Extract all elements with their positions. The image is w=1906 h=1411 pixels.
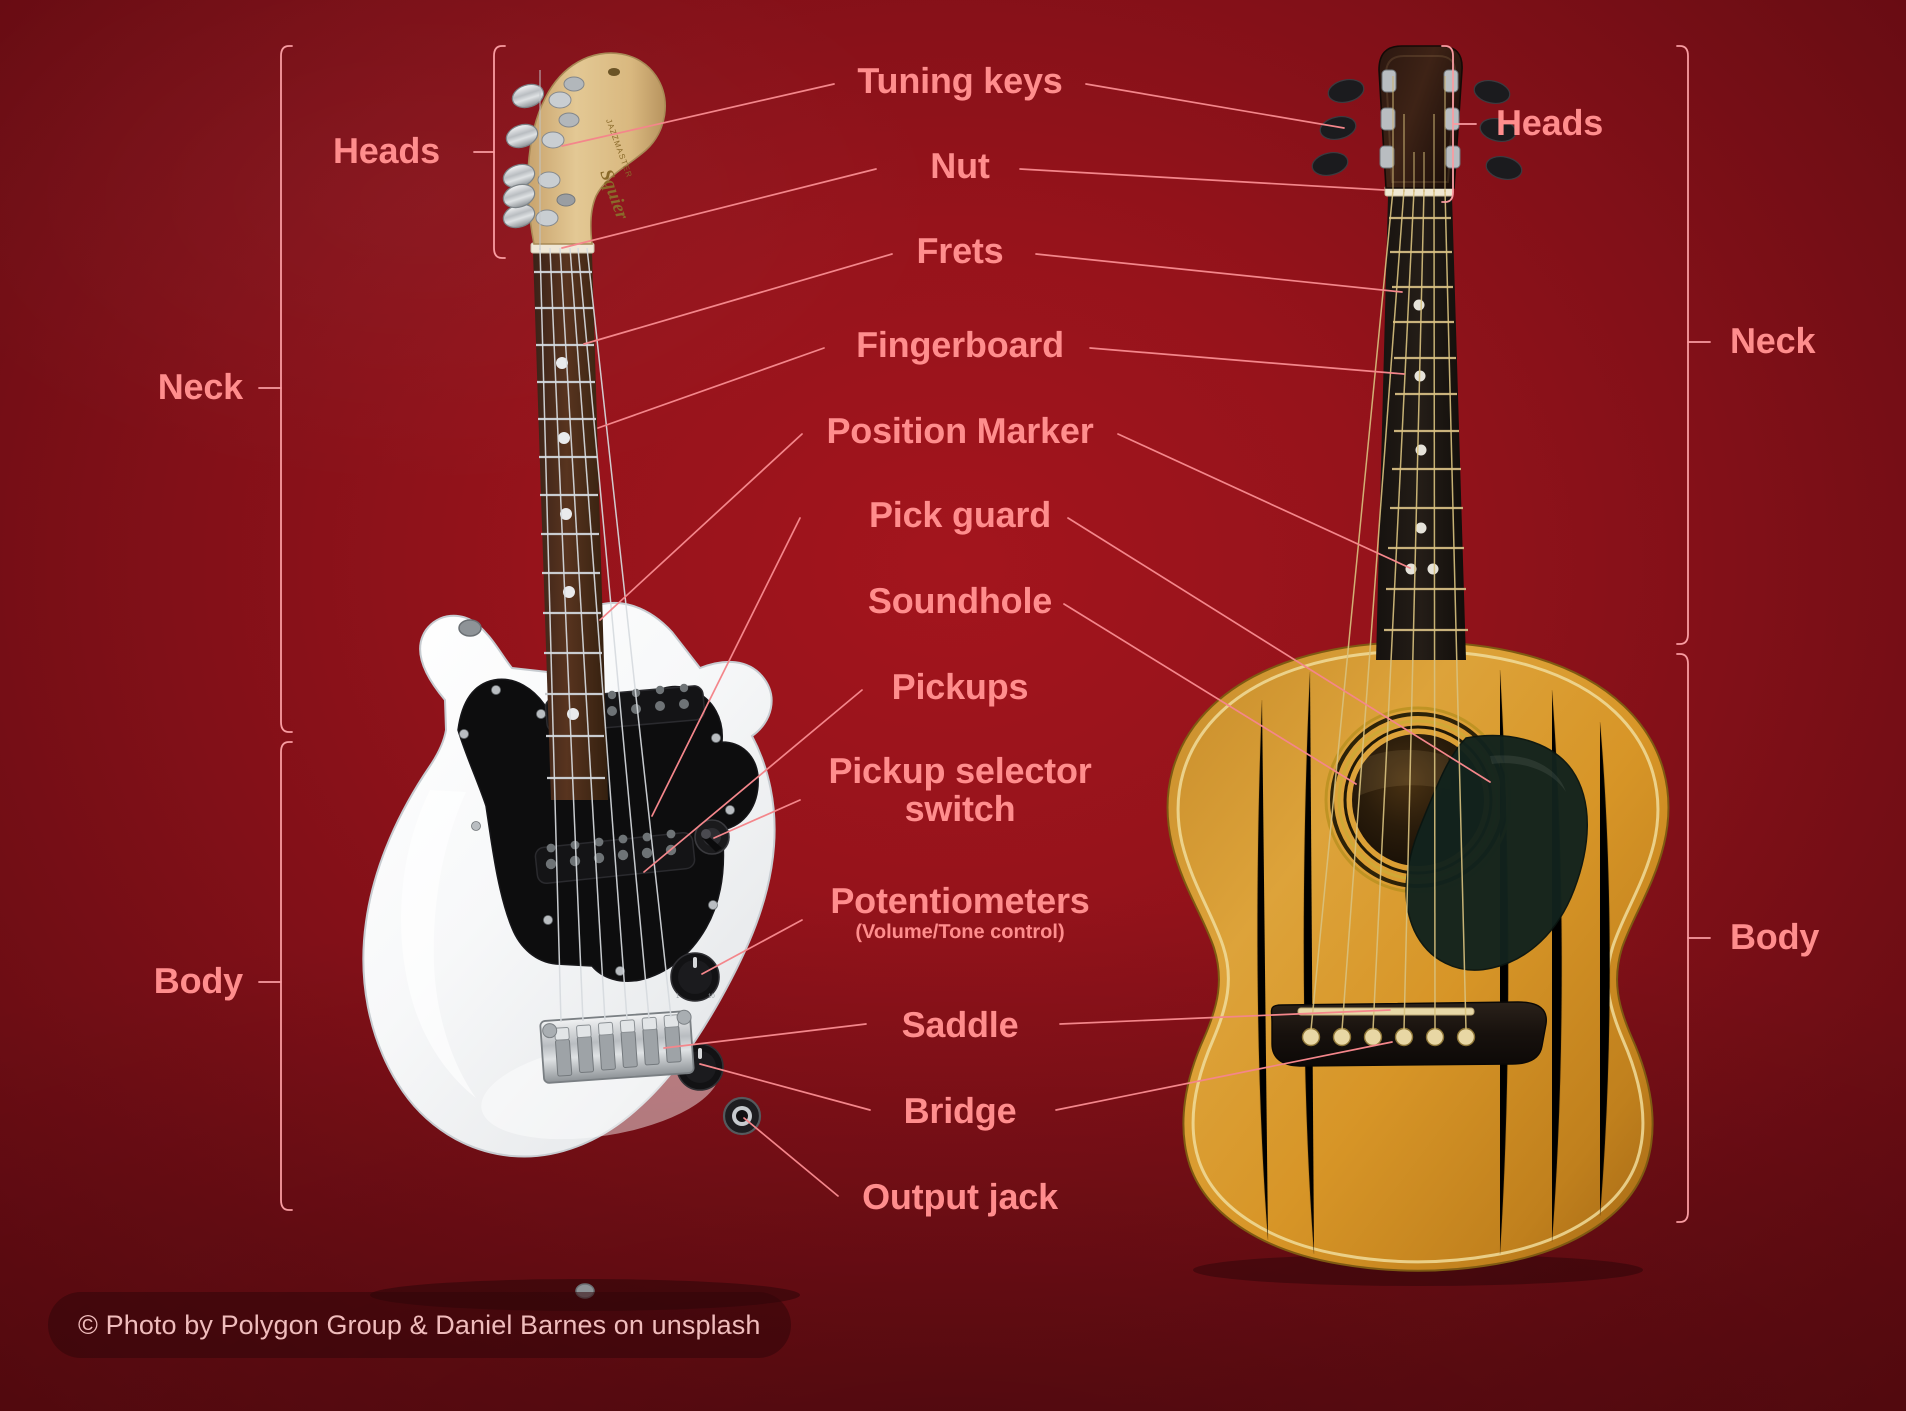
callout-pick-guard: Pick guard — [868, 494, 1052, 535]
callout-potentiometers-sub: (Volume/Tone control) — [855, 921, 1065, 944]
acoustic-strings — [1310, 189, 1467, 1031]
lead-bridge-acoustic — [1055, 1041, 1393, 1111]
acoustic-saddle — [1297, 1007, 1475, 1016]
lead-fingerboard-electric — [597, 347, 825, 429]
callout-potentiometers: Potentiometers (Volume/Tone control) — [830, 880, 1090, 944]
acoustic-guitar — [1166, 45, 1670, 1286]
callout-tuning-keys: Tuning keys — [857, 60, 1063, 101]
bracket-left-neck — [280, 45, 293, 733]
lead-potentiometers-electric — [701, 919, 803, 975]
lead-tuning-keys-acoustic — [1085, 83, 1345, 129]
bracket-left-body — [280, 741, 293, 1211]
lead-position-marker-acoustic — [1117, 433, 1411, 569]
acoustic-headstock — [1378, 45, 1463, 189]
callout-potentiometers-main: Potentiometers — [830, 880, 1090, 921]
bracket-right-heads — [1441, 45, 1454, 203]
lead-saddle-electric — [663, 1023, 867, 1049]
lead-soundhole-acoustic — [1063, 603, 1357, 785]
svg-text:10: 10 — [708, 994, 715, 1000]
acoustic-pickguard — [1405, 734, 1588, 971]
callout-pickup-selector-line2: switch — [904, 788, 1016, 830]
bracket-label-right-heads: Heads — [1496, 102, 1604, 143]
electric-potentiometer-volume: 1 10 — [670, 952, 720, 1002]
lead-pick-guard-electric — [651, 517, 801, 817]
electric-output-jack — [722, 1096, 762, 1136]
callout-output-jack: Output jack — [862, 1176, 1058, 1217]
photo-credit-text: © Photo by Polygon Group & Daniel Barnes… — [78, 1309, 761, 1340]
electric-pickup-selector — [694, 819, 730, 855]
lead-frets-acoustic — [1035, 253, 1403, 293]
acoustic-frets — [1384, 216, 1468, 632]
lead-saddle-acoustic — [1059, 1009, 1391, 1025]
electric-bridge — [539, 1009, 695, 1084]
acoustic-bridge — [1270, 1001, 1547, 1067]
lead-frets-electric — [583, 253, 893, 345]
photo-credit: © Photo by Polygon Group & Daniel Barnes… — [48, 1292, 791, 1358]
lead-pickups-electric — [643, 689, 863, 873]
acoustic-tuning-keys — [1311, 69, 1523, 180]
bracket-label-left-neck: Neck — [157, 366, 243, 407]
lead-pickup-selector-electric — [713, 799, 801, 839]
svg-text:1: 1 — [676, 994, 680, 1000]
callout-nut: Nut — [930, 145, 990, 186]
electric-saddles — [554, 1014, 680, 1041]
callout-saddle: Saddle — [901, 1004, 1019, 1045]
callout-soundhole: Soundhole — [867, 580, 1053, 621]
acoustic-fingerboard — [1376, 196, 1466, 660]
lead-bridge-electric — [699, 1063, 871, 1111]
bracket-label-right-body: Body — [1730, 916, 1820, 957]
lead-output-jack-electric — [743, 1117, 839, 1197]
lead-position-marker-electric — [599, 433, 803, 621]
callout-frets: Frets — [916, 230, 1004, 271]
lead-tuning-keys-electric — [561, 83, 835, 147]
callout-pickup-selector-switch: Pickup selector switch — [828, 750, 1092, 830]
bracket-right-neck — [1676, 45, 1689, 645]
bracket-label-left-heads: Heads — [332, 130, 440, 171]
callout-pickups: Pickups — [891, 666, 1029, 707]
callout-pickup-selector-line1: Pickup selector — [828, 750, 1092, 791]
bracket-left-heads — [493, 45, 506, 259]
lead-nut-electric — [561, 168, 877, 249]
lead-fingerboard-acoustic — [1089, 347, 1405, 375]
bracket-label-left-body: Body — [153, 960, 243, 1001]
callout-bridge: Bridge — [903, 1090, 1017, 1131]
lead-pick-guard-acoustic — [1067, 517, 1491, 783]
bracket-label-right-neck: Neck — [1730, 320, 1816, 361]
electric-strings — [539, 247, 672, 1023]
callout-fingerboard: Fingerboard — [856, 324, 1064, 365]
electric-tuning-keys — [502, 76, 585, 229]
bracket-right-body — [1676, 653, 1689, 1223]
callout-position-marker: Position Marker — [826, 410, 1094, 451]
lead-nut-acoustic — [1019, 168, 1385, 191]
